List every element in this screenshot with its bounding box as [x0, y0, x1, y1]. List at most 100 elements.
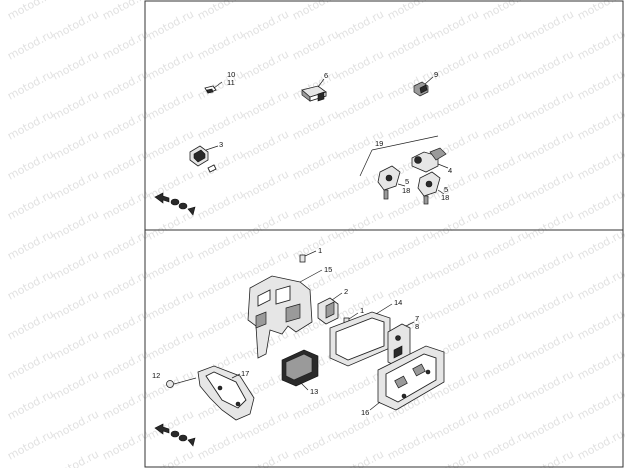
watermark-text: motod.ru	[240, 247, 291, 282]
watermark-text: motod.ru	[430, 447, 481, 468]
watermark-text: motod.ru	[50, 407, 101, 442]
watermark-text: motod.ru	[385, 227, 436, 262]
watermark-text: motod.ru	[480, 0, 531, 23]
watermark-text: motod.ru	[430, 407, 481, 442]
watermark-text: motod.ru	[145, 47, 196, 82]
watermark-text: motod.ru	[5, 307, 56, 342]
label-4: 4	[448, 166, 452, 175]
watermark-text: motod.ru	[100, 67, 151, 102]
watermark-text: motod.ru	[335, 207, 386, 242]
watermark-text: motod.ru	[145, 447, 196, 468]
watermark-text: motod.ru	[5, 267, 56, 302]
label-8: 8	[415, 322, 419, 331]
watermark-text: motod.ru	[335, 167, 386, 202]
watermark-text: motod.ru	[5, 187, 56, 222]
watermark-text: motod.ru	[5, 27, 56, 62]
watermark-text: motod.ru	[480, 27, 531, 62]
part-17-mount-bracket	[197, 365, 255, 421]
watermark-text: motod.ru	[480, 347, 531, 382]
part-19-lock-set	[359, 135, 449, 205]
label-19: 19	[375, 139, 383, 148]
watermark-text: motod.ru	[5, 387, 56, 422]
front-direction-arrow-icon	[154, 423, 196, 447]
watermark-text: motod.ru	[430, 247, 481, 282]
watermark-text: motod.ru	[575, 107, 625, 142]
watermark-text: motod.ru	[145, 327, 196, 362]
watermark-text: motod.ru	[575, 227, 625, 262]
watermark-text: motod.ru	[50, 207, 101, 242]
watermark-text: motod.ru	[525, 367, 576, 402]
watermark-text: motod.ru	[100, 307, 151, 342]
watermark-text: motod.ru	[525, 247, 576, 282]
watermark-text: motod.ru	[480, 387, 531, 422]
watermark-text: motod.ru	[575, 147, 625, 182]
watermark-text: motod.ru	[385, 267, 436, 302]
watermark-text: motod.ru	[100, 227, 151, 262]
watermark-text: motod.ru	[575, 267, 625, 302]
watermark-text: motod.ru	[480, 107, 531, 142]
watermark-text: motod.ru	[525, 287, 576, 322]
watermark-text: motod.ru	[525, 167, 576, 202]
watermark-text: motod.ru	[100, 0, 151, 23]
watermark-text: motod.ru	[525, 87, 576, 122]
label-6: 6	[324, 71, 328, 80]
watermark-text: motod.ru	[480, 147, 531, 182]
watermark-text: motod.ru	[575, 187, 625, 222]
watermark-text: motod.ru	[145, 247, 196, 282]
label-16: 16	[361, 408, 369, 417]
watermark-text: motod.ru	[100, 107, 151, 142]
part-15-bracket	[247, 269, 323, 359]
watermark-text: motod.ru	[480, 187, 531, 222]
watermark-text: motod.ru	[575, 67, 625, 102]
label-1b: 1	[360, 306, 364, 315]
watermark-text: motod.ru	[525, 447, 576, 468]
watermark-text: motod.ru	[335, 47, 386, 82]
watermark-text: motod.ru	[100, 147, 151, 182]
watermark-text: motod.ru	[525, 207, 576, 242]
watermark-text: motod.ru	[145, 207, 196, 242]
watermark-text: motod.ru	[335, 7, 386, 42]
label-5b: 5	[444, 185, 448, 194]
part-13-module	[281, 349, 319, 391]
watermark-text: motod.ru	[100, 347, 151, 382]
watermark-text: motod.ru	[240, 47, 291, 82]
watermark-text: motod.ru	[385, 27, 436, 62]
watermark-text: motod.ru	[430, 87, 481, 122]
watermark-text: motod.ru	[290, 27, 341, 62]
label-15: 15	[324, 265, 332, 274]
part-9-sensor	[413, 76, 434, 97]
watermark-text: motod.ru	[195, 307, 246, 342]
label-2: 2	[344, 287, 348, 296]
watermark-text: motod.ru	[195, 427, 246, 462]
watermark-text: motod.ru	[290, 187, 341, 222]
watermark-text: motod.ru	[50, 87, 101, 122]
watermark-text: motod.ru	[145, 7, 196, 42]
bottom-panel-frame	[144, 229, 624, 468]
watermark-text: motod.ru	[480, 267, 531, 302]
watermark-text: motod.ru	[50, 367, 101, 402]
watermark-text: motod.ru	[5, 107, 56, 142]
watermark-text: motod.ru	[100, 427, 151, 462]
label-13: 13	[310, 387, 318, 396]
watermark-text: motod.ru	[430, 287, 481, 322]
watermark-text: motod.ru	[240, 87, 291, 122]
watermark-text: motod.ru	[195, 107, 246, 142]
watermark-text: motod.ru	[525, 327, 576, 362]
label-12: 12	[152, 371, 160, 380]
watermark-text: motod.ru	[50, 247, 101, 282]
watermark-text: motod.ru	[50, 167, 101, 202]
part-16-tray	[369, 345, 445, 411]
part-1-screw-a	[299, 250, 317, 263]
watermark-text: motod.ru	[50, 7, 101, 42]
watermark-text: motod.ru	[5, 427, 56, 462]
watermark-text: motod.ru	[5, 0, 56, 23]
watermark-text: motod.ru	[385, 67, 436, 102]
watermark-text: motod.ru	[5, 67, 56, 102]
label-18a: 18	[402, 186, 410, 195]
watermark-text: motod.ru	[385, 107, 436, 142]
watermark-text: motod.ru	[575, 387, 625, 422]
label-1a: 1	[318, 246, 322, 255]
label-9: 9	[434, 70, 438, 79]
watermark-text: motod.ru	[195, 0, 246, 23]
watermark-text: motod.ru	[290, 0, 341, 23]
